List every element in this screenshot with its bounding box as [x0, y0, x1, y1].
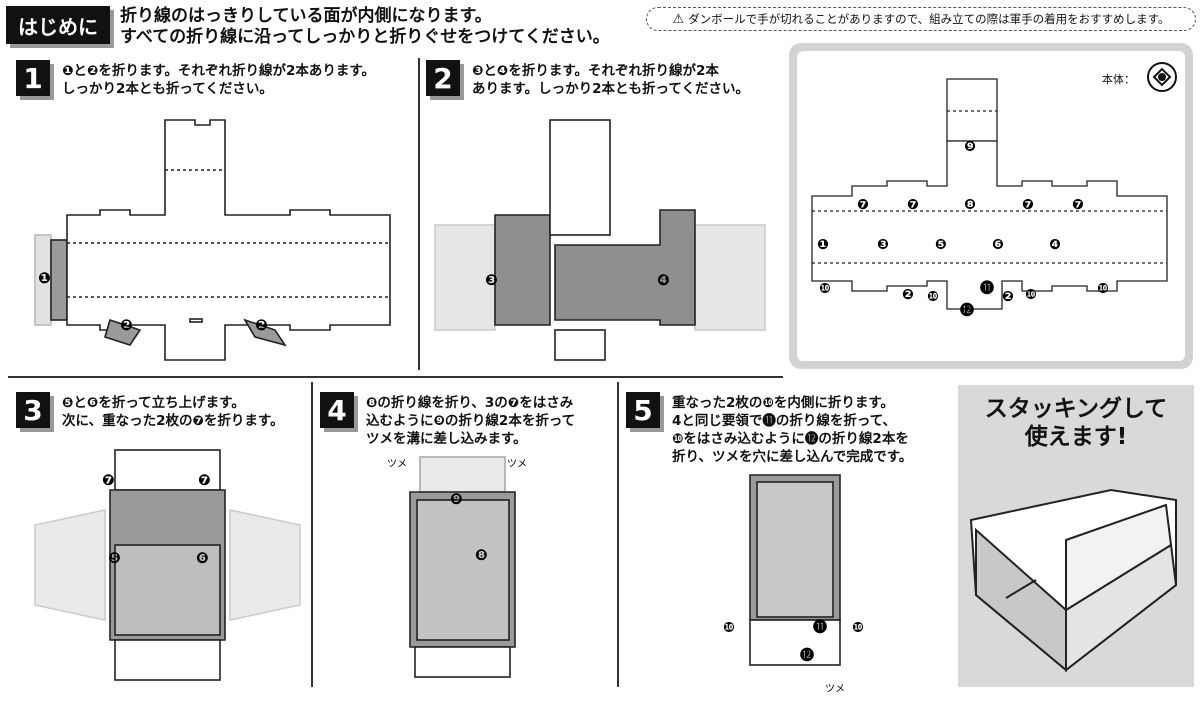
step-4-line-1: ❽の折り線を折り、3の❼をはさみ [366, 395, 574, 411]
step-4-text: ❽の折り線を折り、3の❼をはさみ 込むように❾の折り線2本を折って ツメを溝に差… [366, 394, 575, 448]
step-4-line-2: 込むように❾の折り線2本を折って [366, 413, 576, 429]
step4-tsume-left: ツメ [387, 459, 407, 470]
stacking-title-line-2: 使えます! [1024, 424, 1128, 450]
recycle-mark-icon [1147, 62, 1177, 92]
divider-step1-2 [418, 58, 420, 370]
main-num-5: ❺ [935, 237, 947, 253]
step-5-line-3: ❿をはさみ込むように⓬の折り線2本を [672, 431, 909, 447]
step3-label-7b: ❼ [198, 471, 211, 489]
warning-icon: ⚠ [672, 11, 685, 27]
step-1-text: ❶と❷を折ります。それぞれ折り線が2本あります。 しっかり2本とも折ってください… [62, 62, 375, 98]
main-num-9: ❾ [964, 139, 976, 155]
stacking-title: スタッキングして 使えます! [958, 395, 1194, 451]
step3-label-7a: ❼ [102, 471, 115, 489]
main-num-7b: ❼ [907, 197, 919, 213]
step-1-line-1: ❶と❷を折ります。それぞれ折り線が2本あります。 [62, 63, 376, 79]
step-4-line-3: ツメを溝に差し込みます。 [366, 431, 527, 447]
main-num-12: ⓬ [960, 302, 974, 319]
step-4-diagram: ツメ ツメ ❾ ❽ [387, 456, 527, 678]
warning-text: ダンボールで手が切れることがありますので、組み立ての際は軍手の着用をおすすめしま… [688, 12, 1170, 26]
step-3-number: 3 [16, 392, 50, 428]
step2-label-3: ❸ [485, 271, 498, 289]
step4-label-8: ❽ [475, 546, 488, 564]
step1-label-1: ❶ [38, 269, 51, 287]
step5-label-10a: ❿ [723, 620, 735, 636]
main-num-11: ⓫ [980, 280, 994, 297]
divider-top-bottom [8, 376, 783, 378]
intro-text: 折り線のはっきりしている面が内側になります。 すべての折り線に沿ってしっかりと折… [120, 6, 610, 48]
intro-badge: はじめに [6, 6, 110, 44]
step-5-diagram: ❿ ⓫ ❿ ⓬ ツメ [723, 474, 864, 695]
divider-step4-5 [617, 382, 619, 687]
main-num-10a: ❿ [819, 281, 831, 297]
step-5-line-2: 4と同じ要領で⓫の折り線を折って、 [672, 413, 897, 429]
main-body-panel: 本体： ❾ ❼ ❼ ❽ ❼ ❼ ❶ ❸ ❺ [789, 43, 1193, 369]
stacking-panel: スタッキングして 使えます! [958, 385, 1194, 687]
main-num-3: ❸ [877, 237, 889, 253]
main-num-2a: ❷ [902, 287, 914, 303]
step-5-number: 5 [626, 392, 660, 428]
step4-label-9: ❾ [450, 490, 463, 508]
main-num-4: ❹ [1049, 237, 1061, 253]
main-num-8: ❽ [964, 197, 976, 213]
intro-line-1: 折り線のはっきりしている面が内側になります。 [120, 6, 492, 26]
step-2-line-1: ❸と❹を折ります。それぞれ折り線が2本 [472, 63, 719, 79]
main-num-10c: ❷ [1002, 289, 1014, 305]
step-4-number: 4 [320, 392, 354, 428]
step-3-line-2: 次に、重なった2枚の❼を折ります。 [62, 413, 284, 429]
main-num-7d: ❼ [1072, 197, 1084, 213]
main-body-label: 本体： [1102, 73, 1135, 86]
step-5-line-1: 重なった2枚の❿を内側に折ります。 [672, 395, 894, 411]
stacked-box-illustration [969, 488, 1178, 673]
step-2-line-2: あります。しっかり2本とも折ってください。 [472, 81, 749, 97]
step-1-number: 1 [16, 60, 50, 96]
step-3-line-1: ❺と❻を折って立ち上げます。 [62, 395, 245, 411]
step-5-text: 重なった2枚の❿を内側に折ります。 4と同じ要領で⓫の折り線を折って、 ❿をはさ… [672, 394, 912, 466]
step1-label-2a: ❷ [120, 316, 133, 334]
main-num-1: ❶ [817, 237, 829, 253]
step5-label-10b: ❿ [852, 620, 864, 636]
step-1-line-2: しっかり2本とも折ってください。 [62, 81, 273, 97]
main-num-6: ❻ [992, 237, 1004, 253]
step2-label-4: ❹ [657, 271, 670, 289]
main-body-inner: 本体： ❾ ❼ ❼ ❽ ❼ ❼ ❶ ❸ ❺ [797, 51, 1185, 361]
main-num-2b: ❿ [1025, 287, 1037, 303]
intro-line-2: すべての折り線に沿ってしっかりと折りぐせをつけてください。 [120, 27, 610, 47]
step3-label-5: ❺ [108, 549, 121, 567]
step3-label-6: ❻ [196, 549, 209, 567]
main-num-10b: ❿ [927, 289, 939, 305]
step1-label-2b: ❷ [255, 316, 268, 334]
step4-tsume-right: ツメ [507, 459, 527, 470]
step-2-text: ❸と❹を折ります。それぞれ折り線が2本 あります。しっかり2本とも折ってください… [472, 62, 749, 98]
step-2-diagram: ❸ ❹ [434, 119, 766, 361]
main-num-10d: ❿ [1097, 281, 1109, 297]
step-2-number: 2 [426, 60, 460, 96]
step5-label-12: ⓬ [800, 647, 814, 664]
step-3-text: ❺と❻を折って立ち上げます。 次に、重なった2枚の❼を折ります。 [62, 394, 284, 430]
step5-tsume: ツメ [825, 684, 845, 695]
step-3-diagram: ❼ ❼ ❺ ❻ [34, 449, 301, 681]
step-1-diagram: ❶ ❷ ❷ [34, 119, 391, 361]
divider-step3-4 [311, 382, 313, 687]
main-num-7c: ❼ [1022, 197, 1034, 213]
warning-note: ⚠ ダンボールで手が切れることがありますので、組み立ての際は軍手の着用をおすすめ… [646, 7, 1196, 31]
step-5-line-4: 折り、ツメを穴に差し込んで完成です。 [672, 449, 913, 465]
stacking-title-line-1: スタッキングして [984, 396, 1168, 422]
main-num-7a: ❼ [857, 197, 869, 213]
step5-label-11: ⓫ [813, 619, 827, 636]
